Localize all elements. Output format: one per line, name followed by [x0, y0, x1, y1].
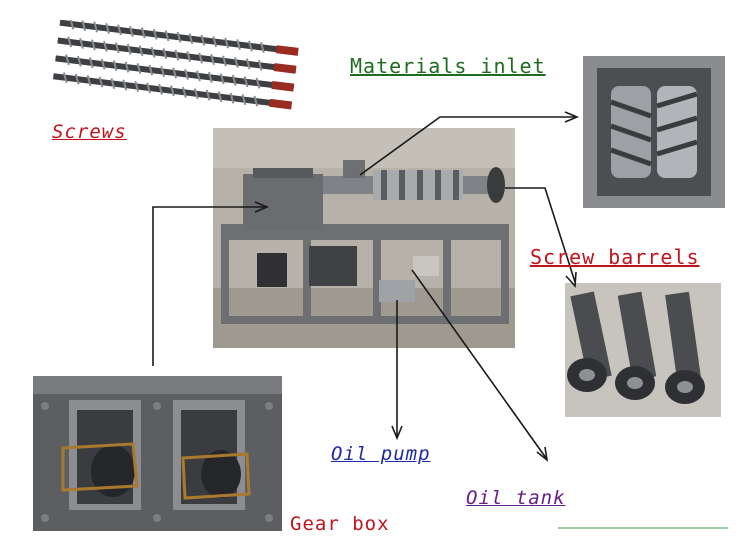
extruder-machine-photo: [213, 128, 515, 348]
label-oil-pump: Oil pump: [331, 443, 431, 465]
label-oil-tank: Oil tank: [466, 487, 566, 509]
gear-box-photo: [33, 376, 282, 531]
barrel-sections: [567, 291, 705, 404]
label-materials-inlet: Materials inlet: [350, 54, 546, 78]
label-gear-box: Gear box: [290, 513, 390, 535]
label-screw-barrels: Screw barrels: [530, 245, 700, 269]
screw-shafts: [52, 20, 299, 110]
screws-photo: [52, 20, 299, 110]
label-screws: Screws: [52, 121, 127, 143]
gearbox-housing: [243, 168, 323, 230]
oil-pump-unit: [379, 280, 415, 302]
materials-inlet-photo: [583, 56, 725, 208]
gears: [61, 442, 251, 500]
barrel-assembly: [323, 160, 505, 203]
twin-screw-view: [610, 86, 698, 178]
screw-barrels-photo: [565, 283, 721, 417]
